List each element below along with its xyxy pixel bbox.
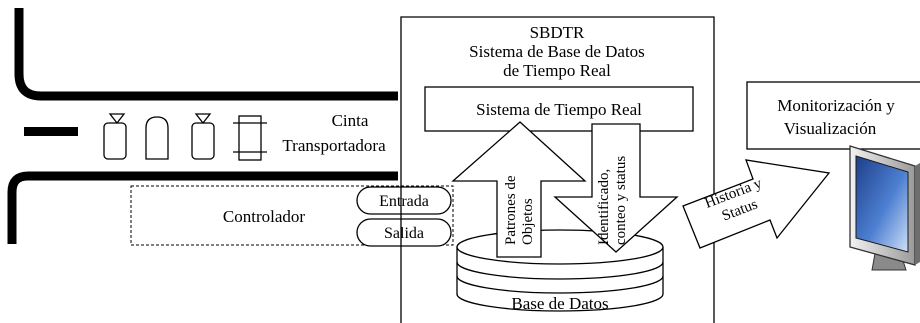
arrow-identified-line2: conteo y status (613, 156, 629, 245)
sbdtr-frame (400, 16, 715, 323)
sbdtr-title-line1: Sistema de Base de Datos (469, 42, 645, 61)
computer-monitor-icon (849, 145, 920, 271)
conveyor-objects (103, 113, 267, 161)
monitor-label-box: Monitorización y Visualización (746, 81, 920, 150)
database-cylinder-ring-2 (456, 275, 664, 294)
arrow-identified-label: Identificado, conteo y status (596, 156, 629, 245)
monitor-screen (855, 155, 909, 253)
arrow-patterns: Patrones de Objetos (451, 121, 587, 258)
conveyor-belt (7, 8, 398, 244)
controller: Controlador Entrada Salida (130, 185, 454, 247)
controller-input-label: Entrada (379, 193, 429, 210)
arrow-patterns-label: Patrones de Objetos (503, 175, 536, 245)
sbdtr-title-line2: de Tiempo Real (503, 61, 611, 80)
conveyor-label-line1: Cinta (332, 111, 369, 130)
database-cylinder-ring-1 (456, 261, 664, 280)
arrow-identified-line1: Identificado, (596, 169, 612, 245)
realtime-system-box (424, 86, 694, 132)
realtime-system: Sistema de Tiempo Real (424, 86, 694, 132)
monitor-box (746, 81, 920, 150)
controller-label: Controlador (223, 207, 305, 226)
database-label: Base de Datos (511, 294, 608, 313)
object-bag-1 (103, 113, 127, 160)
arrow-patterns-shape (451, 121, 587, 258)
arrow-patterns-line1: Patrones de (503, 175, 519, 245)
arrow-patterns-line2: Objetos (520, 198, 536, 245)
conveyor-entry-bar (24, 127, 78, 136)
controller-output-label: Salida (384, 225, 424, 242)
conveyor-label-line2: Transportadora (282, 136, 386, 155)
object-bag-2 (191, 113, 215, 160)
conveyor-top-wall (14, 8, 398, 101)
monitor-side (915, 163, 920, 265)
controller-box (130, 185, 454, 246)
arrow-identified-shape (553, 123, 679, 253)
monitor-label-line1: Monitorización y (777, 96, 895, 115)
sbdtr-acronym: SBDTR (530, 23, 585, 42)
sbdtr-box: SBDTR Sistema de Base de Datos de Tiempo… (400, 16, 715, 323)
monitor-label-line2: Visualización (784, 119, 877, 138)
object-bottle (145, 116, 169, 160)
arrow-identified: Identificado, conteo y status (553, 123, 679, 253)
arrow-history: Historia y Status (682, 159, 831, 249)
conveyor-label: Cinta Transportadora (282, 111, 386, 155)
arrow-history-shape (682, 159, 831, 249)
realtime-system-label: Sistema de Tiempo Real (476, 100, 642, 119)
object-box (233, 115, 267, 161)
controller-input-pill (356, 186, 452, 215)
controller-output-pill (356, 218, 452, 247)
conveyor-bottom-wall (7, 171, 398, 244)
